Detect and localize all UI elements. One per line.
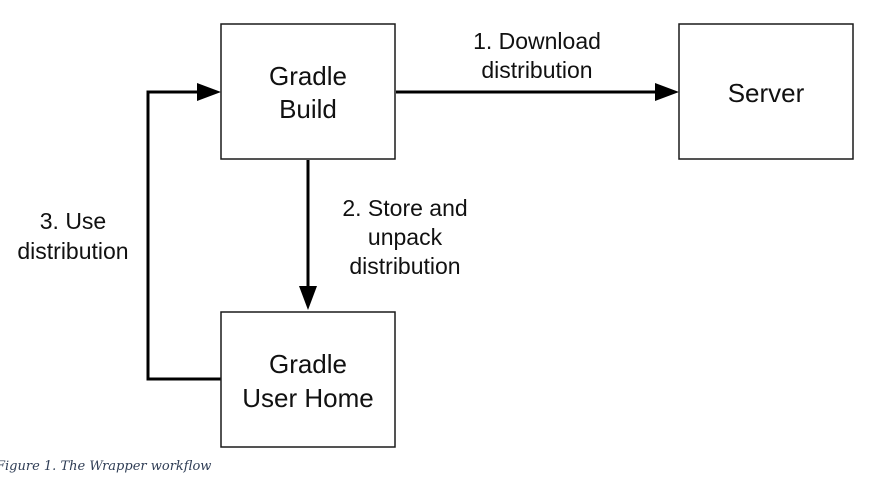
node-gradle-build-label-line-2: Build (279, 94, 337, 124)
edge-store-label-line-3: distribution (349, 253, 460, 279)
edge-store: 2. Store and unpack distribution (299, 160, 468, 310)
node-gradle-user-home: Gradle User Home (220, 311, 396, 448)
node-gradle-user-home-label-line-1: Gradle (269, 349, 347, 379)
node-gradle-build-label-line-1: Gradle (269, 61, 347, 91)
edge-store-label-line-2: unpack (368, 224, 443, 250)
edge-use-label-line-1: 3. Use (40, 208, 106, 234)
edge-download-arrowhead (655, 83, 679, 101)
node-gradle-user-home-label-line-2: User Home (242, 383, 373, 413)
node-gradle-user-home-box (220, 311, 396, 448)
edge-use-label-line-2: distribution (17, 238, 128, 264)
node-server-box (678, 23, 854, 160)
edge-download-label-line-1: 1. Download (473, 28, 601, 54)
edge-store-arrowhead (299, 286, 317, 310)
figure-caption: Figure 1. The Wrapper workflow (0, 459, 212, 474)
edge-use-line (146, 90, 221, 381)
edge-download: 1. Download distribution (396, 28, 679, 101)
node-gradle-build-box (220, 23, 396, 160)
edge-use: 3. Use distribution (17, 83, 221, 381)
node-gradle-build: Gradle Build (220, 23, 396, 160)
edge-download-label-line-2: distribution (481, 57, 592, 83)
edge-store-label-line-1: 2. Store and (342, 195, 467, 221)
node-server: Server (678, 23, 854, 160)
node-server-label: Server (728, 78, 805, 108)
edge-use-arrowhead (197, 83, 221, 101)
